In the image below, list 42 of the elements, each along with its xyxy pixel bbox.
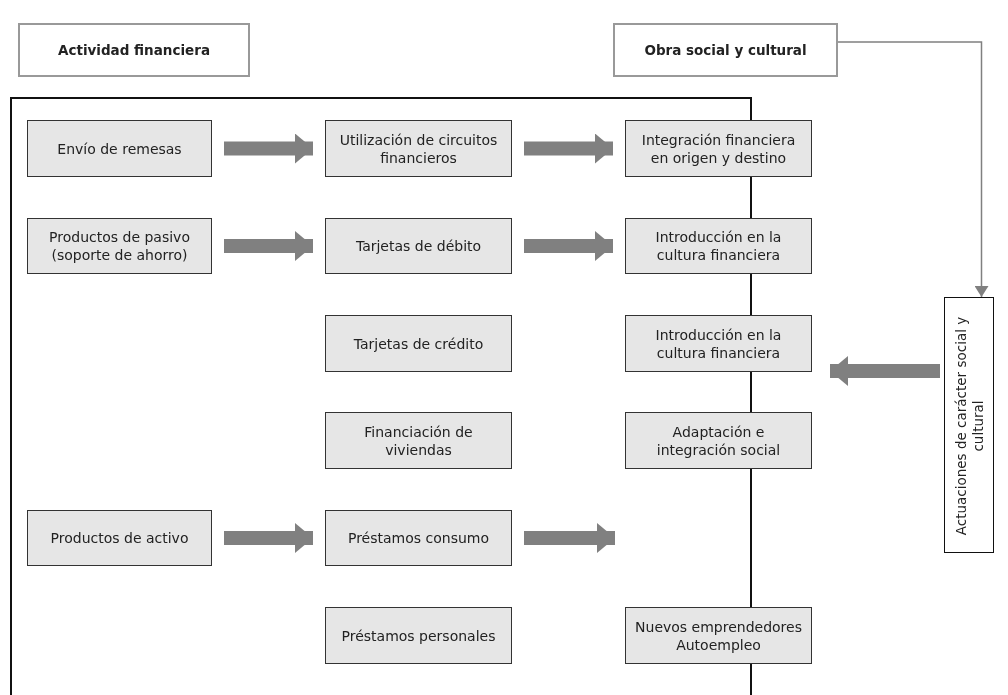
node-text: Obra social y cultural — [643, 41, 808, 59]
block-arrow — [224, 133, 313, 164]
block-arrow — [524, 523, 615, 553]
process-box — [325, 218, 512, 274]
block-arrow — [224, 231, 313, 261]
process-box — [625, 607, 812, 664]
node-text: Tarjetas de débito — [354, 237, 483, 255]
process-box — [325, 412, 512, 469]
node-text: Integración financiera en origen y destino — [640, 130, 797, 167]
block-arrow — [524, 133, 613, 164]
node-text: Actuaciones de carácter social y cultural — [953, 315, 987, 538]
node-text: Utilización de circuitos financieros — [338, 130, 499, 167]
process-box — [27, 218, 212, 274]
node-text: Financiación de viviendas — [363, 422, 474, 459]
process-box — [625, 120, 812, 177]
header-box — [18, 23, 250, 77]
process-box — [325, 120, 512, 177]
block-arrow — [524, 231, 613, 261]
process-box — [325, 510, 512, 566]
node-text: Introducción en la cultura financiera — [654, 325, 783, 362]
block-arrow — [224, 523, 313, 553]
node-text: Préstamos consumo — [346, 529, 491, 547]
node-text: Nuevos emprendedores Autoempleo — [634, 617, 803, 654]
node-text: Envío de remesas — [56, 139, 183, 158]
side-box — [944, 297, 994, 553]
node-text: Préstamos personales — [340, 626, 497, 645]
process-box — [625, 315, 812, 372]
node-text: Productos de activo — [49, 529, 190, 547]
process-box — [27, 120, 212, 177]
process-box — [325, 607, 512, 664]
node-text: Productos de pasivo (soporte de ahorro) — [48, 228, 191, 264]
process-box — [625, 218, 812, 274]
process-box — [27, 510, 212, 566]
node-text: Actividad financiera — [57, 41, 211, 59]
process-box — [625, 412, 812, 469]
block-arrow — [830, 356, 940, 386]
node-text: Tarjetas de crédito — [352, 334, 485, 353]
connector-arrow — [837, 41, 989, 298]
node-text: Introducción en la cultura financiera — [654, 228, 783, 264]
node-text: Adaptación e integración social — [655, 422, 782, 459]
process-box — [325, 315, 512, 372]
header-box — [613, 23, 838, 77]
